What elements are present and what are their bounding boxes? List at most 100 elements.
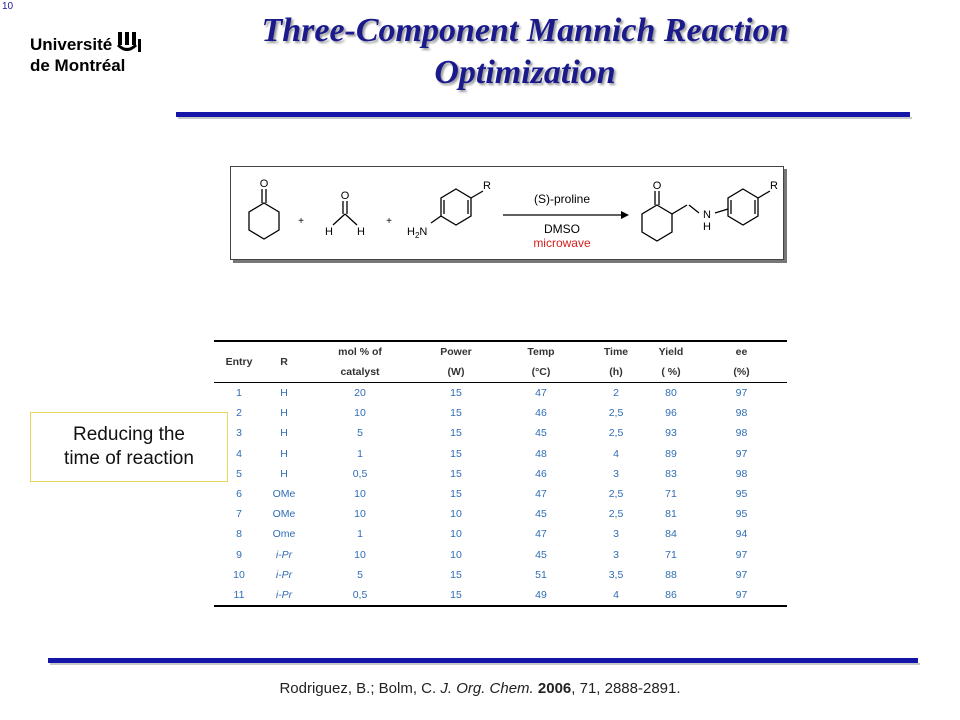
table-cell: 2,5 [608,427,624,440]
table-cell: 94 [735,528,748,541]
table-cell: 3 [613,528,619,541]
table-cell: 0,5 [352,467,368,480]
header-temp-2: (°C) [496,362,586,383]
slide-number: 10 [2,1,14,12]
table-cell: 51 [535,568,547,581]
citation-pages: , 71, 2888-2891. [571,680,681,697]
title-line-2: Optimization [434,54,616,91]
table-cell: 9 [236,548,242,561]
universite-de-montreal-logo: Université de Montréal [30,30,150,80]
table-cell: 48 [535,447,547,460]
aldehyde-oxygen-label: O [341,190,350,202]
table-cell: 84 [665,528,677,541]
table-cell: 71 [665,548,677,561]
table-cell: 10 [450,548,462,561]
table-cell: OMe [272,508,296,521]
table-cell: 98 [735,407,748,420]
table-cell: 47 [535,488,547,501]
ketone-oxygen-label: O [260,178,269,190]
table-cell: 8 [236,528,242,541]
table-cell: i-Pr [275,568,293,581]
table-cell: 10 [450,528,462,541]
table-cell: 15 [450,447,462,460]
table-cell: H [280,387,288,400]
table-cell: 45 [535,508,547,521]
table-cell: 81 [665,508,677,521]
product-oxygen-label: O [653,180,662,192]
table-cell: 10 [450,508,462,521]
header-power-2: (W) [416,362,496,383]
footer-rule [48,658,920,665]
reagent-proline: (S)-proline [534,192,590,206]
citation-journal: J. Org. Chem. [440,680,534,697]
table-cell: 15 [450,467,462,480]
table-header-row-1: Entry R mol % of Power Temp Time Yield e… [214,340,787,383]
condition-microwave: microwave [533,236,591,250]
table-cell: 97 [735,387,748,400]
header-yield-2: ( %) [646,362,696,383]
table-cell: 71 [665,488,677,501]
table-cell: 97 [735,447,748,460]
table-cell: 3 [236,427,242,440]
table-cell: 10 [354,548,366,561]
table-cell: 98 [735,427,748,440]
product-nh-label: H [703,221,711,233]
table-cell: 80 [665,387,677,400]
optimization-table-container: Entry R mol % of Power Temp Time Yield e… [214,340,787,608]
callout-line-1: Reducing the [73,424,185,445]
header-mol-2: catalyst [304,362,416,383]
amine-subscript: 2 [415,231,420,240]
table-cell: 97 [735,548,748,561]
table-cell: 86 [646,584,696,608]
header-power-1: Power [416,340,496,362]
table-cell: 45 [535,548,547,561]
table-cell: i-Pr [264,584,304,608]
table-cell: 98 [735,467,748,480]
header-ee-2: (%) [696,362,787,383]
table-cell: 3 [613,467,619,480]
table-cell: 46 [535,467,547,480]
table-cell: 15 [450,568,462,581]
header-temp-1: Temp [496,340,586,362]
table-cell: 93 [665,427,677,440]
table-cell: 95 [735,488,748,501]
title-line-1: Three-Component Mannich Reaction [261,12,789,49]
table-cell: 46 [535,407,547,420]
table-cell: 3 [613,548,619,561]
callout-line-2: time of reaction [64,448,194,469]
table-cell: 1 [357,447,363,460]
table-cell: 2,5 [608,508,624,521]
table-cell: H [280,407,288,420]
title-underline [176,112,912,119]
table-cell: 10 [354,407,366,420]
table-header-row-2: catalyst (W) (°C) (h) ( %) (%) [214,362,787,383]
table-cell: 15 [450,488,462,501]
table-cell: 5 [357,427,363,440]
aldehyde-h-left-label: H [325,226,333,238]
table-cell: 2 [236,407,242,420]
reaction-scheme-drawing: O + O H H + R H2N (S)-proline DMSO micro… [248,178,778,250]
table-cell: H [280,447,288,460]
logo-text: Université de Montréal [30,34,125,76]
table-cell: 45 [535,427,547,440]
logo-line-1: Université [30,35,113,54]
table-cell: 88 [665,568,677,581]
header-yield-1: Yield [646,340,696,362]
table-cell: 10 [354,488,366,501]
table-cell: H [280,427,288,440]
table-cell: 11 [214,584,264,608]
citation: Rodriguez, B.; Bolm, C. J. Org. Chem. 20… [0,680,960,697]
header-mol-1: mol % of [304,340,416,362]
table-cell: 15 [450,387,462,400]
optimization-table: Entry R mol % of Power Temp Time Yield e… [214,340,787,608]
table-cell: 49 [496,584,586,608]
